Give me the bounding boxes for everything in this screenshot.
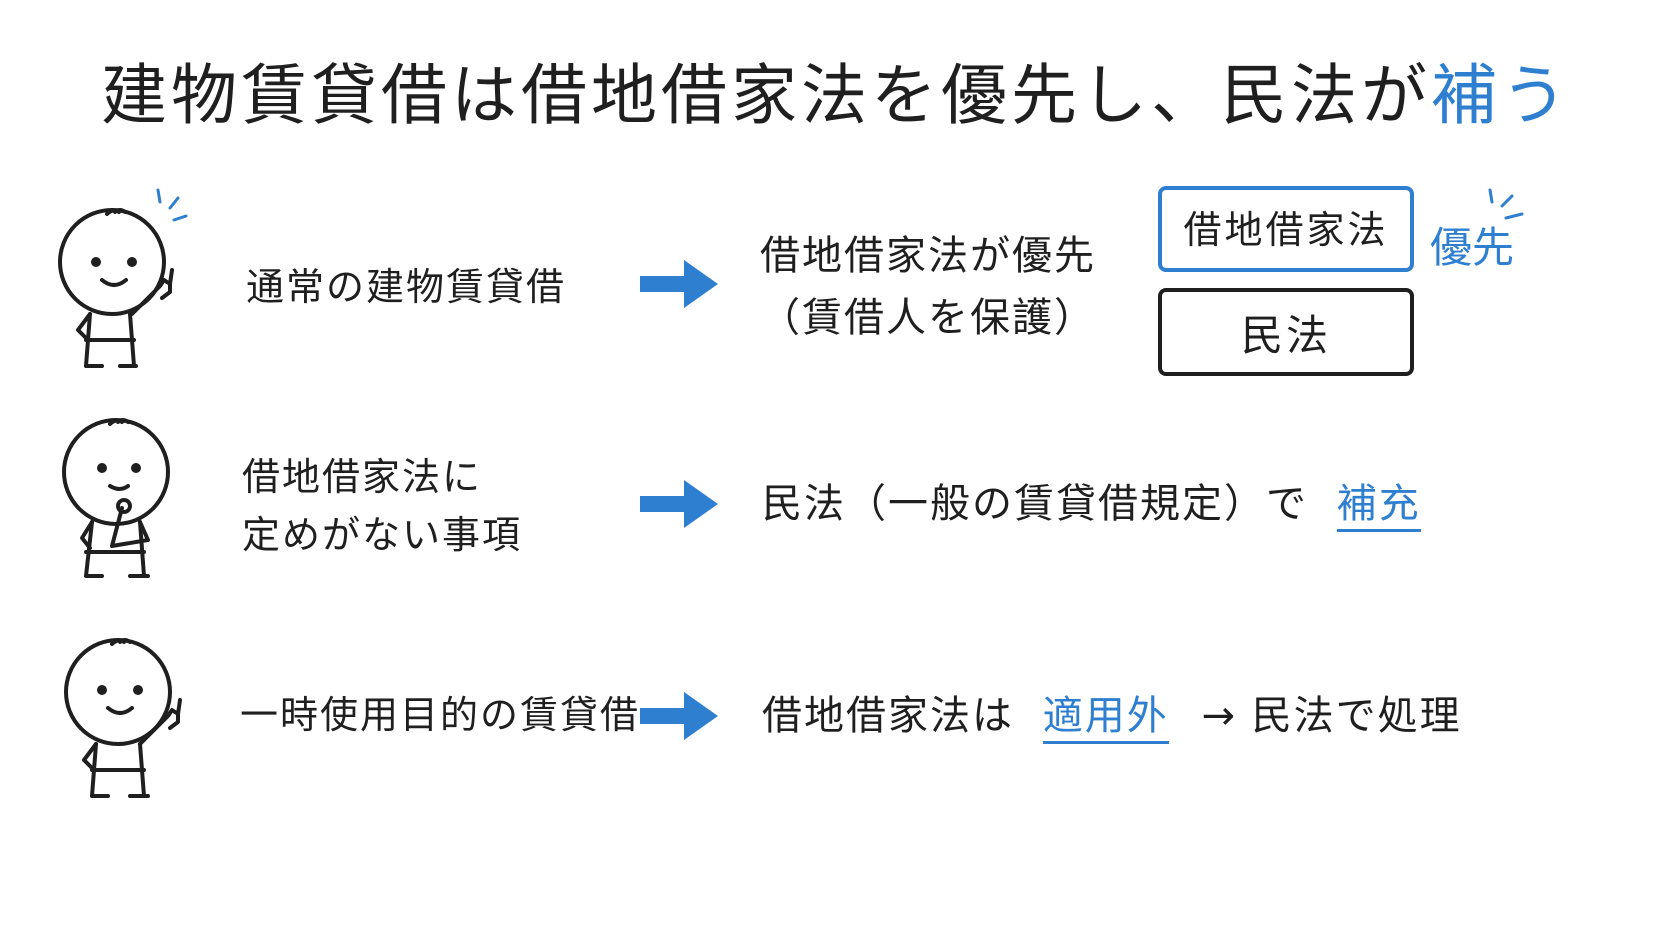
stick-figure-pointing-1 xyxy=(52,188,202,370)
civil-code-box: 民法 xyxy=(1158,288,1414,376)
row2-arrow-icon xyxy=(640,478,718,534)
row1-result: 借地借家法が優先 （賃借人を保護） xyxy=(760,233,1096,341)
stick-figure-pointing-2 xyxy=(56,630,206,810)
title-accent: 補う xyxy=(1431,57,1571,134)
row2-label: 借地借家法に 定めがない事項 xyxy=(242,455,523,557)
priority-law-box: 借地借家法 xyxy=(1158,186,1414,272)
row1-label: 通常の建物賃貸借 xyxy=(246,265,567,309)
priority-label: 優先 xyxy=(1430,223,1515,272)
row3-arrow-icon xyxy=(640,690,718,746)
stick-figure-thinking xyxy=(52,410,202,590)
row1-arrow-icon xyxy=(640,258,718,314)
title-main: 建物賃貸借は借地借家法を優先し、民法が xyxy=(101,57,1431,134)
row3-label: 一時使用目的の賃貸借 xyxy=(240,693,641,737)
row3-result: 借地借家法は 適用外 → 民法で処理 xyxy=(762,688,1462,744)
row3-result-accent: 適用外 xyxy=(1042,693,1169,744)
sparkle-icon xyxy=(156,188,188,222)
row2-result-accent: 補充 xyxy=(1336,481,1421,532)
page-title: 建物賃貸借は借地借家法を優先し、民法が補う xyxy=(0,42,1672,138)
row2-result: 民法（一般の賃貸借規定）で 補充 xyxy=(762,476,1421,532)
sparkle-icon xyxy=(1482,186,1530,230)
